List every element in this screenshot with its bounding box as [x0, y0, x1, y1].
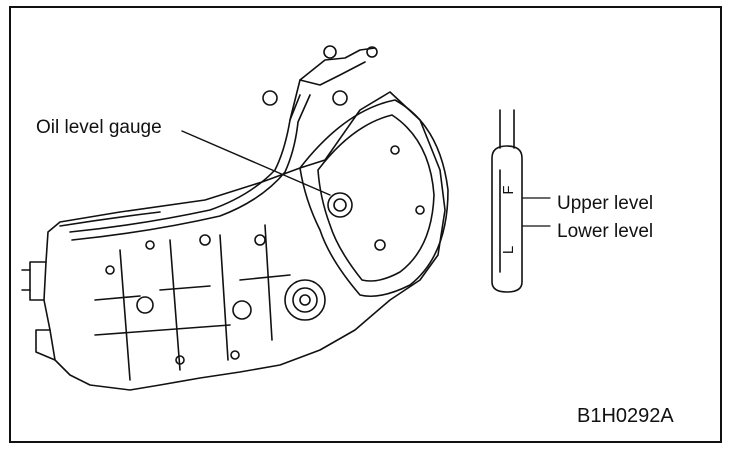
oil-level-gauge-label: Oil level gauge — [36, 117, 162, 138]
dipstick-upper-mark: F — [500, 185, 517, 194]
lower-level-label: Lower level — [557, 221, 654, 242]
dipstick — [491, 109, 551, 293]
gauge-leader-line — [181, 130, 331, 196]
upper-level-label: Upper level — [557, 193, 654, 214]
figure-code-label: B1H0292A — [577, 405, 674, 427]
transmission-case — [21, 45, 449, 391]
dipstick-lower-mark: L — [500, 246, 517, 254]
